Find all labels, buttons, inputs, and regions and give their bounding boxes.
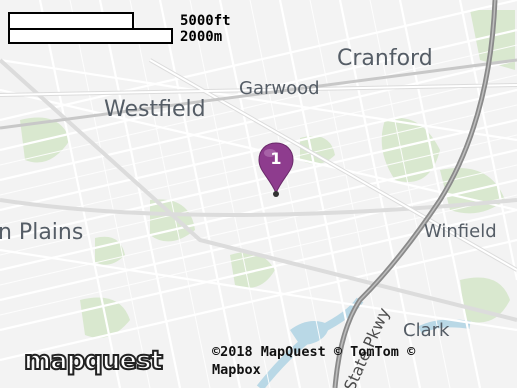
railway xyxy=(0,58,517,130)
attribution-line-1: ©2018 MapQuest © TomTom © xyxy=(212,344,416,360)
mapquest-logo[interactable]: mapquest xyxy=(23,345,194,378)
logo-wordmark: mapquest xyxy=(23,345,164,377)
place-label-winfield: Winfield xyxy=(424,221,497,242)
marker-number: 1 xyxy=(270,149,282,168)
scale-label-imperial: 5000ft xyxy=(180,13,231,29)
scale-bar-metric xyxy=(8,28,173,44)
place-label-plains: n Plains xyxy=(0,220,84,245)
location-marker[interactable]: 1 xyxy=(257,141,297,197)
place-label-garwood: Garwood xyxy=(239,78,320,99)
place-label-westfield: Westfield xyxy=(104,97,206,122)
map-attribution: ©2018 MapQuest © TomTom © Mapbox xyxy=(212,343,512,379)
place-label-clark: Clark xyxy=(403,320,450,341)
scale-label-metric: 2000m xyxy=(180,29,223,45)
place-label-cranford: Cranford xyxy=(337,46,433,71)
scale-bar-imperial xyxy=(8,12,134,28)
map-pin-icon xyxy=(258,142,294,197)
attribution-line-2: Mapbox xyxy=(212,362,261,378)
